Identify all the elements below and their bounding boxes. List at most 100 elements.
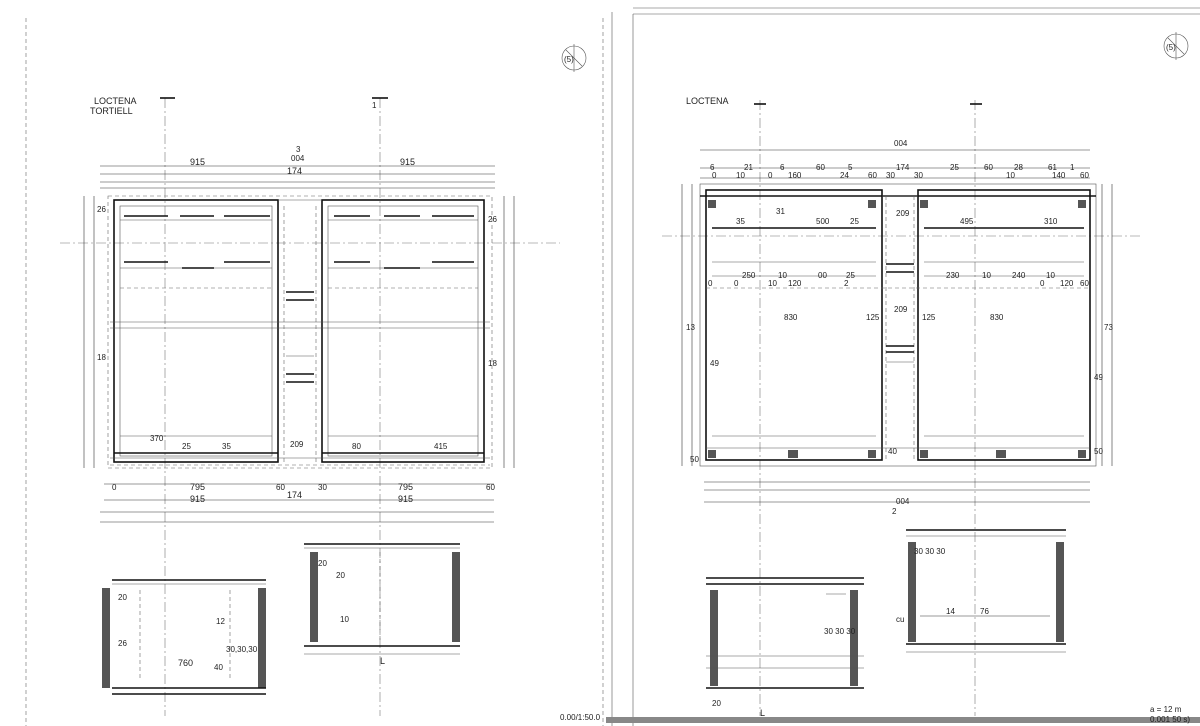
right-detail-c: 30 30 30 76 14 cu [896,529,1066,653]
detail-a-top: 20 [118,593,127,602]
detail-c-side: 14 [946,607,955,616]
left-top-left-span: 915 [190,157,205,167]
left-bottom-left-span: 795 [190,482,205,492]
left-side-a: 26 [97,205,106,214]
ra-left: 35 [736,217,745,226]
rb-mid: 209 [896,209,910,218]
r4b-2: 60 [1080,279,1089,288]
left-bottom-left-outer: 915 [190,494,205,504]
left-sheet: (5) LOCTENA TORTIELL 1 3 004 915 915 174 [60,44,601,722]
ra-right: 500 [816,217,830,226]
rsr-5: 60 [868,171,877,180]
detail-a-mark: 30,30,30 [226,645,258,654]
rsr-3: 160 [788,171,802,180]
r3b-2: 240 [1012,271,1026,280]
rsr-10: 60 [1080,171,1089,180]
left-side-dimensions: 26 18 26 18 [83,196,515,468]
left-side-b: 18 [97,353,106,362]
rsr-8: 10 [1006,171,1015,180]
right-detail-d: 30 30 30 20 L [706,577,864,718]
left-inner-dimensions: 370 25 35 80 415 209 [150,434,448,451]
left-bottom-edge-mid: 60 [276,483,285,492]
r4-4: 2 [844,279,849,288]
right-bottom-total: 004 [896,497,910,506]
r-vert-a: 13 [686,323,695,332]
rtr-3: 60 [816,163,825,172]
right-bottom-dimensions: 004 2 [704,481,1090,516]
r4-3: 120 [788,279,802,288]
right-top-dimensions: 004 6 21 6 60 5 174 25 60 28 61 1 0 10 0… [700,139,1090,180]
rsr-7: 30 [914,171,923,180]
left-cut-tag-b: 1 [372,101,377,110]
north-arrow-icon: (5) [561,44,587,72]
rb-right: 495 [960,217,974,226]
r-span-left: 830 [784,313,798,322]
left-bottom-mid: 174 [287,490,302,500]
rtr-0: 6 [710,163,715,172]
r4-2: 10 [768,279,777,288]
left-top-mid: 174 [287,166,302,176]
left-detail-b: 20 20 10 L [304,543,460,666]
right-scale-b: 0.001 50 s) [1150,715,1190,724]
r-span-mid: 209 [894,305,908,314]
rsr-0: 0 [712,171,717,180]
detail-d-mark: 30 30 30 [824,627,856,636]
left-top-dimensions: 3 004 915 915 174 [100,145,495,189]
left-cut-tag-a: 3 [296,145,301,154]
right-north-label: (5) [1166,43,1176,52]
detail-a-bottom: 760 [178,658,193,668]
rsr-2: 0 [768,171,773,180]
left-inner-b: 25 [182,442,191,451]
left-inner-f: 209 [290,440,304,449]
r3b-0: 230 [946,271,960,280]
r3b-1: 10 [982,271,991,280]
left-bottom-right-outer: 915 [398,494,413,504]
ra-gap: 25 [850,217,859,226]
left-inner-a: 370 [150,434,164,443]
rb-far: 310 [1044,217,1058,226]
left-top-total: 004 [291,154,305,163]
right-top-total: 004 [894,139,908,148]
rsr-9: 140 [1052,171,1066,180]
r3-1: 10 [778,271,787,280]
sheet-frames [25,7,1200,726]
rsr-6: 30 [886,171,895,180]
left-inner-c: 35 [222,442,231,451]
r-side-right: 49 [1094,373,1103,382]
right-side-a: 26 [488,215,497,224]
right-sheet: (5) LOCTENA 004 6 21 6 60 5 174 25 60 28… [662,32,1190,724]
left-bottom-right-span: 795 [398,482,413,492]
right-scale-a: a = 12 m [1150,705,1182,714]
rtr-4: 5 [848,163,853,172]
r4-0: 0 [708,279,713,288]
left-inner-d: 80 [352,442,361,451]
left-inner-e: 415 [434,442,448,451]
right-building-walls [699,183,1097,467]
left-top-right-span: 915 [400,157,415,167]
r4-1: 0 [734,279,739,288]
left-cut-mark: L [380,656,385,666]
r-side-left-b: 50 [690,455,699,464]
detail-b-top: 20 [318,559,327,568]
north-arrow-icon-right: (5) [1163,32,1189,60]
right-cut-mark: L [760,708,765,718]
detail-a-mid: 12 [216,617,225,626]
r3-3: 25 [846,271,855,280]
right-side-b: 18 [488,359,497,368]
r4b-0: 0 [1040,279,1045,288]
left-title-line2: TORTIELL [90,106,133,116]
detail-c-left: cu [896,615,904,624]
left-bottom-edge-right: 60 [486,483,495,492]
detail-b-side: 20 [336,571,345,580]
r4b-1: 120 [1060,279,1074,288]
r3-2: 00 [818,271,827,280]
right-title-line1: LOCTENA [686,96,729,106]
r-mid-a: 125 [866,313,880,322]
detail-b-mid: 10 [340,615,349,624]
right-inner-dimensions: 35 31 500 25 209 495 310 250 10 00 25 23… [686,207,1113,464]
r-vert-c: 40 [888,447,897,456]
left-footer: 0.00/1:50.0 [560,713,601,722]
rsr-4: 24 [840,171,849,180]
left-bottom-dimensions: 0 795 60 30 795 60 915 174 915 [100,482,495,523]
